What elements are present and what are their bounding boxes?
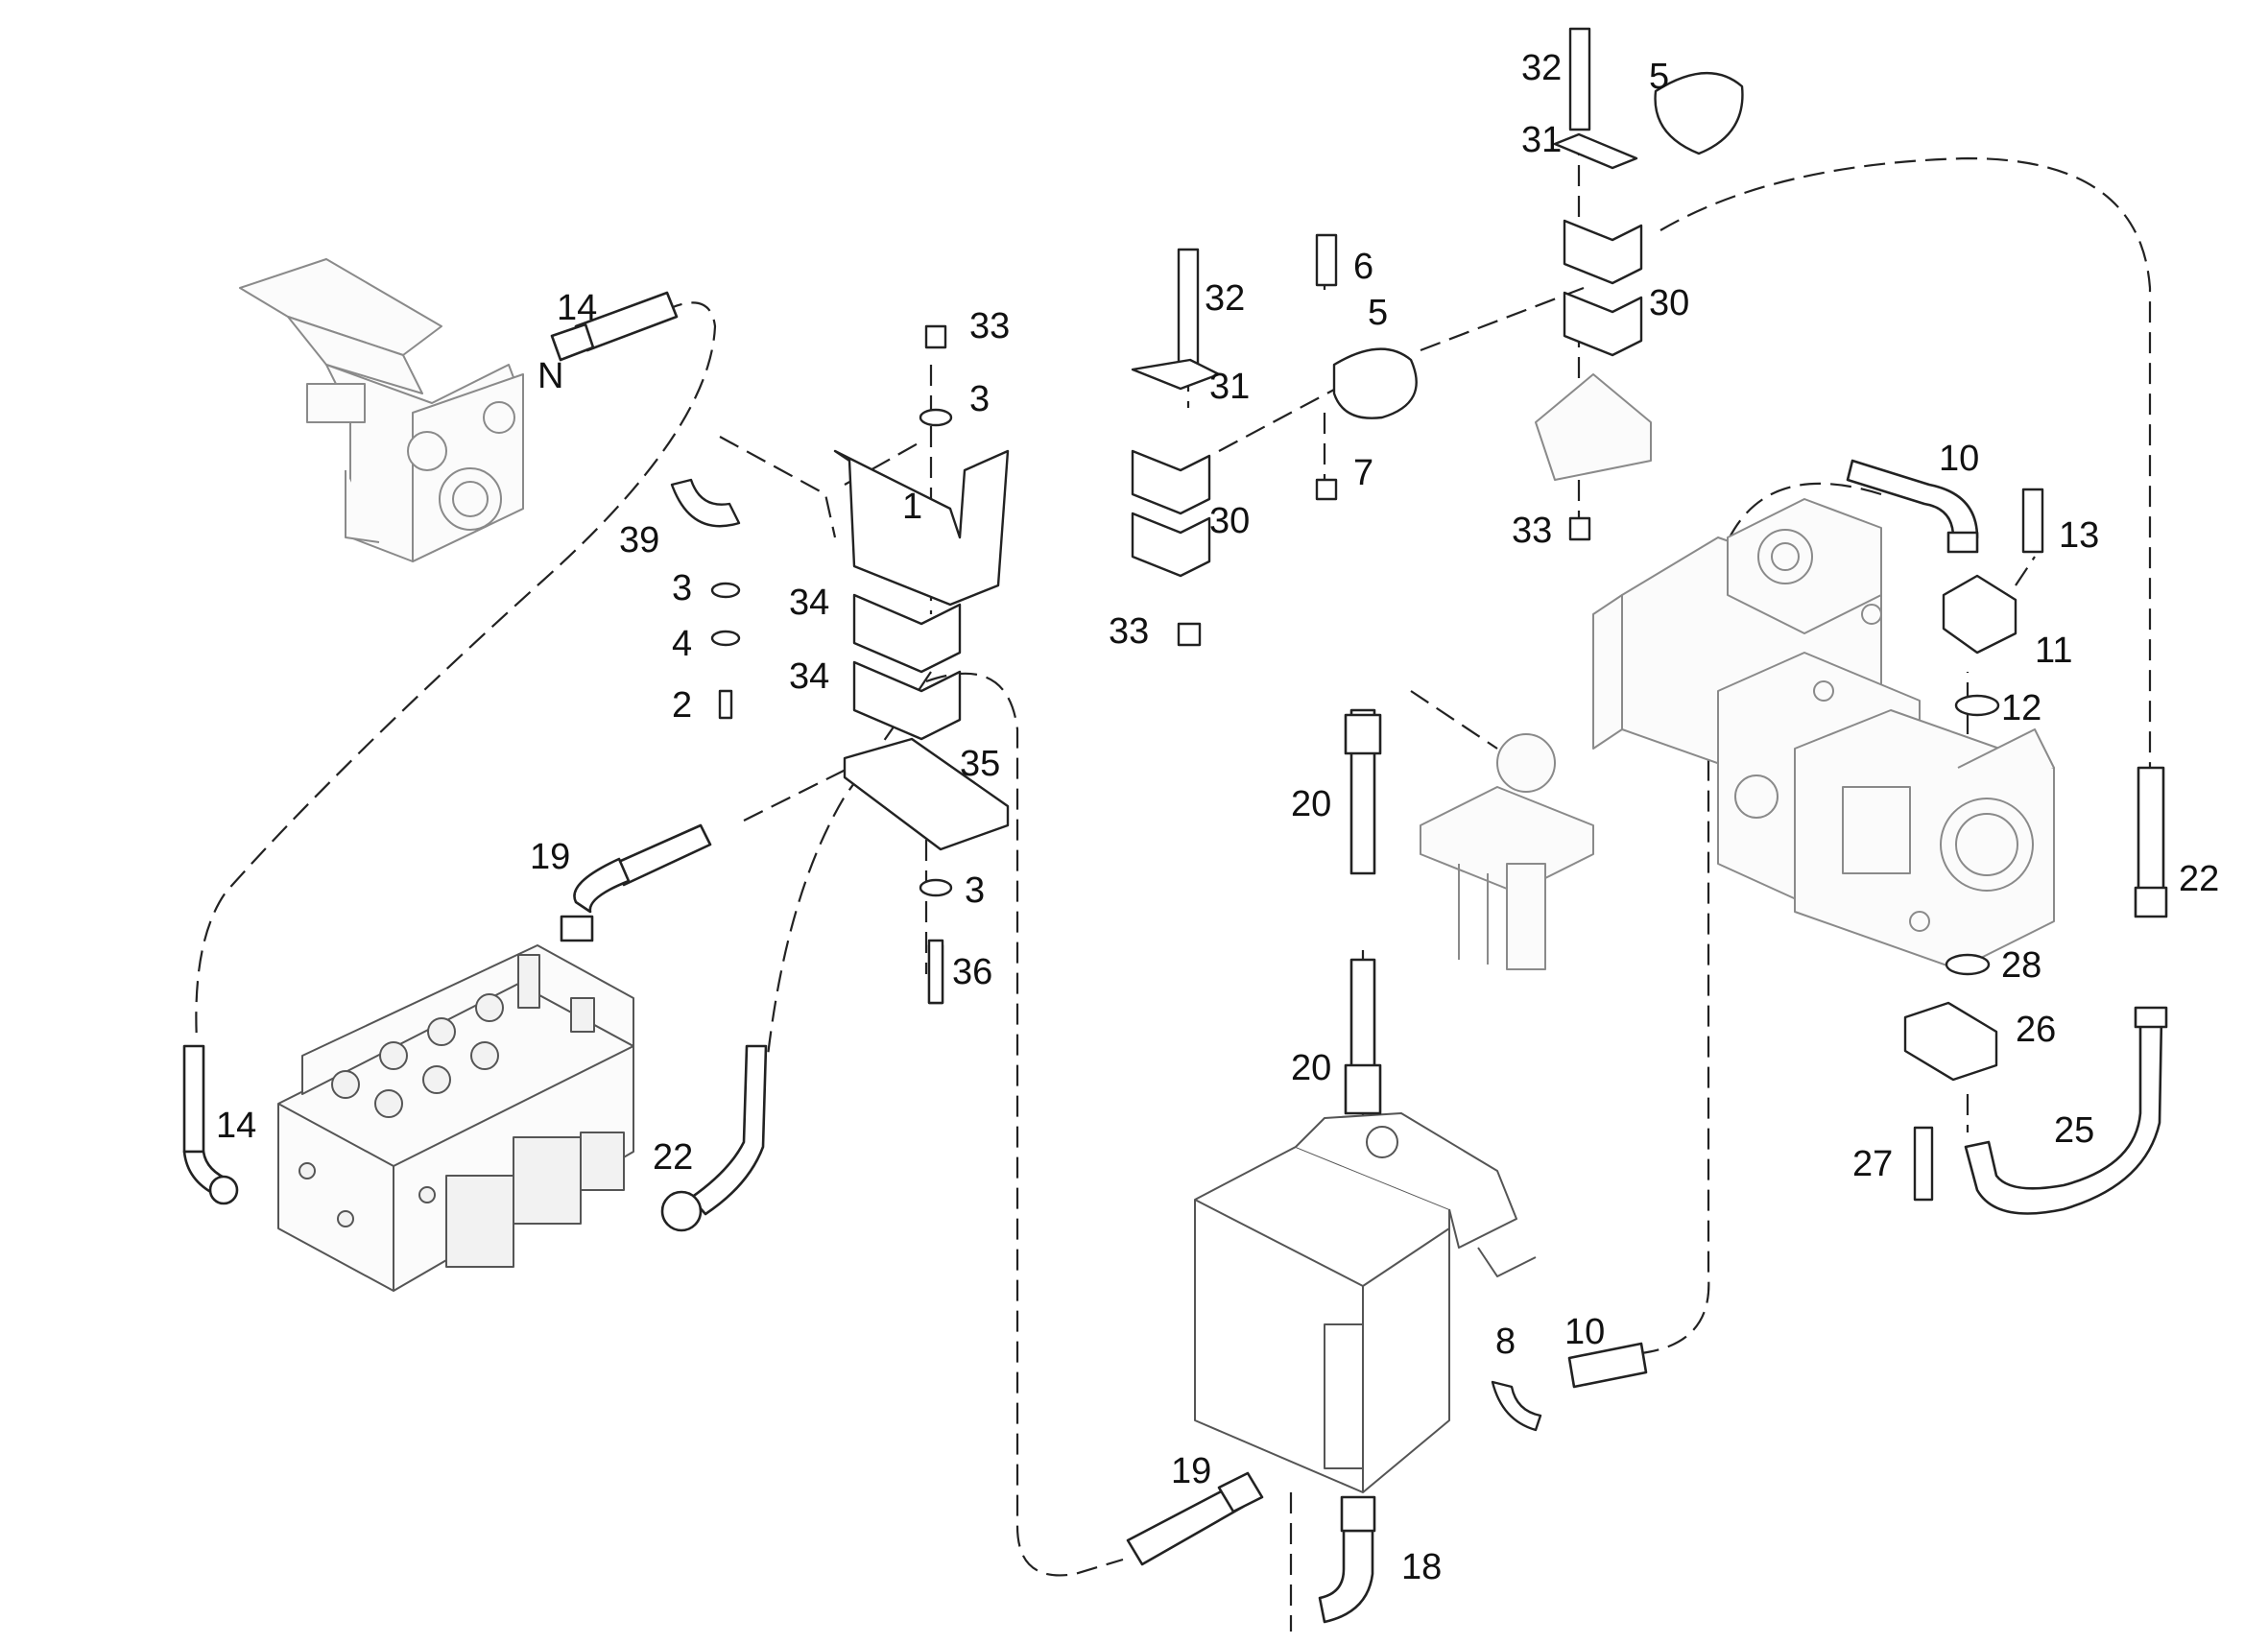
callout-20-b: 20 bbox=[1291, 1048, 1331, 1088]
return-filter bbox=[1420, 733, 1594, 970]
small-parts bbox=[670, 27, 2044, 1432]
pedal-mark: N bbox=[537, 356, 563, 396]
callout-26: 26 bbox=[2016, 1010, 2056, 1050]
callout-2: 2 bbox=[672, 685, 692, 726]
callout-4: 4 bbox=[672, 624, 692, 664]
callout-14-top: 14 bbox=[557, 288, 597, 328]
callout-19-top: 19 bbox=[530, 837, 570, 877]
callout-27: 27 bbox=[1852, 1144, 1893, 1184]
callout-22-right: 22 bbox=[2179, 859, 2219, 899]
callout-33-mid: 33 bbox=[1109, 611, 1149, 652]
callout-7: 7 bbox=[1353, 453, 1373, 493]
callout-32-mid: 32 bbox=[1205, 278, 1245, 319]
callout-3-c: 3 bbox=[965, 870, 985, 911]
callout-34-b: 34 bbox=[789, 656, 829, 697]
callout-31-mid: 31 bbox=[1209, 367, 1250, 407]
callout-28: 28 bbox=[2001, 945, 2041, 986]
callout-30-top: 30 bbox=[1649, 283, 1689, 323]
callout-5-mid: 5 bbox=[1368, 293, 1388, 333]
callout-8: 8 bbox=[1495, 1322, 1516, 1362]
callout-3-a: 3 bbox=[969, 379, 990, 419]
control-valve-block bbox=[277, 944, 634, 1292]
callout-1: 1 bbox=[902, 487, 922, 527]
callout-14-bottom: 14 bbox=[216, 1106, 256, 1146]
callout-32-top: 32 bbox=[1521, 48, 1562, 88]
callout-25: 25 bbox=[2054, 1110, 2094, 1151]
hydraulic-pump bbox=[1592, 498, 2055, 970]
callout-19-bottom: 19 bbox=[1171, 1451, 1211, 1491]
callout-3-b: 3 bbox=[672, 568, 692, 608]
callout-33-right: 33 bbox=[1512, 511, 1552, 551]
callout-11: 11 bbox=[2035, 631, 2072, 671]
callout-36: 36 bbox=[952, 952, 992, 992]
callout-22-left: 22 bbox=[653, 1137, 693, 1178]
callout-30-mid: 30 bbox=[1209, 501, 1250, 541]
callout-13: 13 bbox=[2059, 515, 2099, 556]
callout-10-bottom: 10 bbox=[1564, 1312, 1605, 1352]
callout-5-top: 5 bbox=[1649, 57, 1669, 97]
pedal-valve-assembly: N bbox=[239, 258, 563, 562]
hydraulic-tank bbox=[1194, 1112, 1537, 1493]
callout-34-a: 34 bbox=[789, 583, 829, 623]
callout-18: 18 bbox=[1401, 1547, 1442, 1587]
hoses bbox=[182, 291, 2168, 1624]
callout-labels: 32 5 31 30 6 5 7 32 31 30 33 33 33 3 1 1… bbox=[216, 48, 2219, 1587]
callout-20-a: 20 bbox=[1291, 784, 1331, 824]
callout-39: 39 bbox=[619, 520, 659, 560]
callout-10-top: 10 bbox=[1939, 439, 1979, 479]
callout-33-left: 33 bbox=[969, 306, 1010, 346]
callout-35: 35 bbox=[960, 744, 1000, 784]
callout-12: 12 bbox=[2001, 688, 2041, 728]
callout-31-top: 31 bbox=[1521, 120, 1562, 160]
callout-6: 6 bbox=[1353, 247, 1373, 287]
